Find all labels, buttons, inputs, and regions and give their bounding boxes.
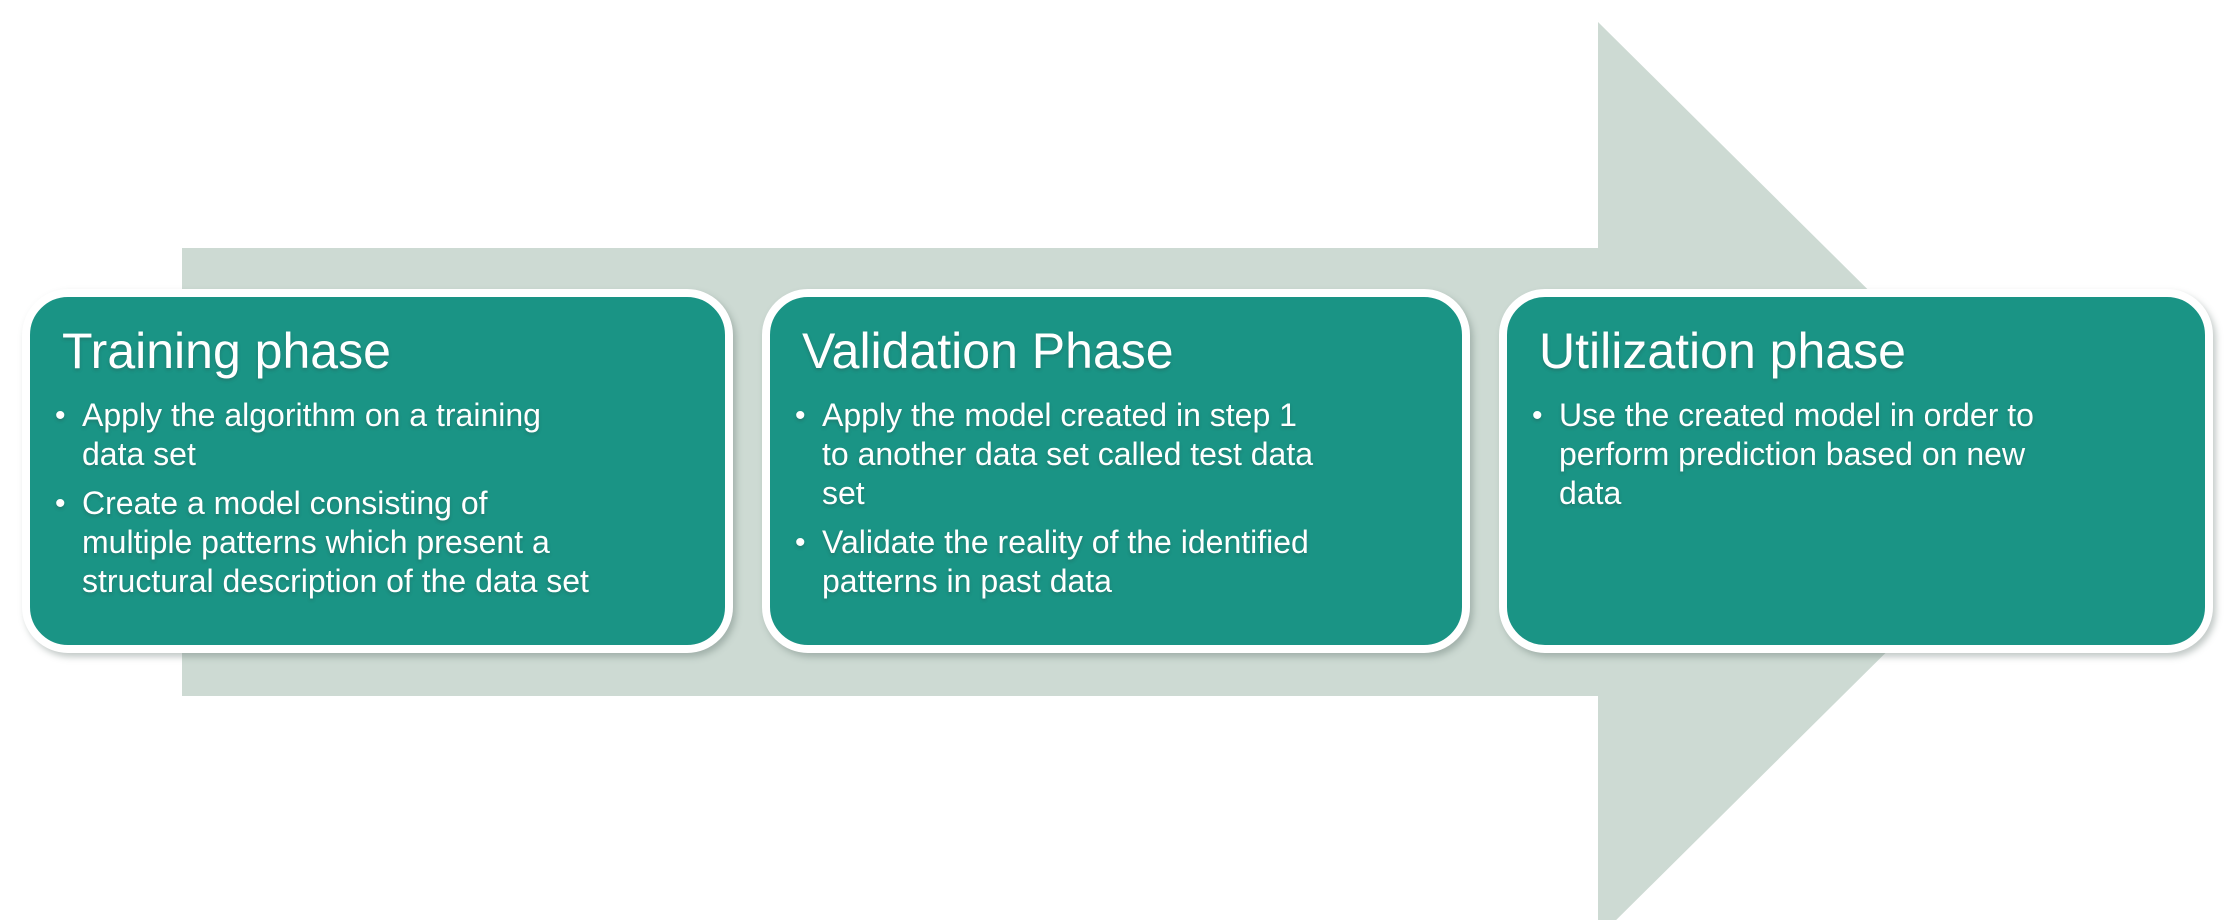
bullet-icon: • — [55, 399, 66, 432]
phase-title-validation: Validation Phase — [802, 323, 1174, 379]
phase-title-training: Training phase — [62, 323, 391, 379]
bullet-item: • Apply the model created in step 1 to a… — [795, 396, 1444, 513]
bullet-item: • Validate the reality of the identified… — [795, 523, 1444, 601]
bullet-list: • Apply the algorithm on a training data… — [55, 396, 707, 601]
bullet-text: Create a model consisting of multiple pa… — [82, 485, 589, 599]
bullet-item: • Use the created model in order to perf… — [1532, 396, 2187, 513]
bullet-item: • Create a model consisting of multiple … — [55, 484, 707, 601]
phase-box-training: Training phase • Apply the algorithm on … — [22, 289, 733, 653]
bullet-icon: • — [795, 526, 806, 559]
bullet-list: • Use the created model in order to perf… — [1532, 396, 2187, 513]
bullet-item: • Apply the algorithm on a training data… — [55, 396, 707, 474]
phase-box-utilization: Utilization phase • Use the created mode… — [1499, 289, 2213, 653]
bullet-icon: • — [795, 399, 806, 432]
phase-box-validation: Validation Phase • Apply the model creat… — [762, 289, 1470, 653]
bullet-icon: • — [55, 487, 66, 520]
phase-title-utilization: Utilization phase — [1539, 323, 1906, 379]
bullet-text: Use the created model in order to perfor… — [1559, 397, 2034, 511]
bullet-list: • Apply the model created in step 1 to a… — [795, 396, 1444, 601]
bullet-text: Apply the algorithm on a training data s… — [82, 397, 541, 472]
bullet-icon: • — [1532, 399, 1543, 432]
bullet-text: Validate the reality of the identified p… — [822, 524, 1309, 599]
bullet-text: Apply the model created in step 1 to ano… — [822, 397, 1313, 511]
